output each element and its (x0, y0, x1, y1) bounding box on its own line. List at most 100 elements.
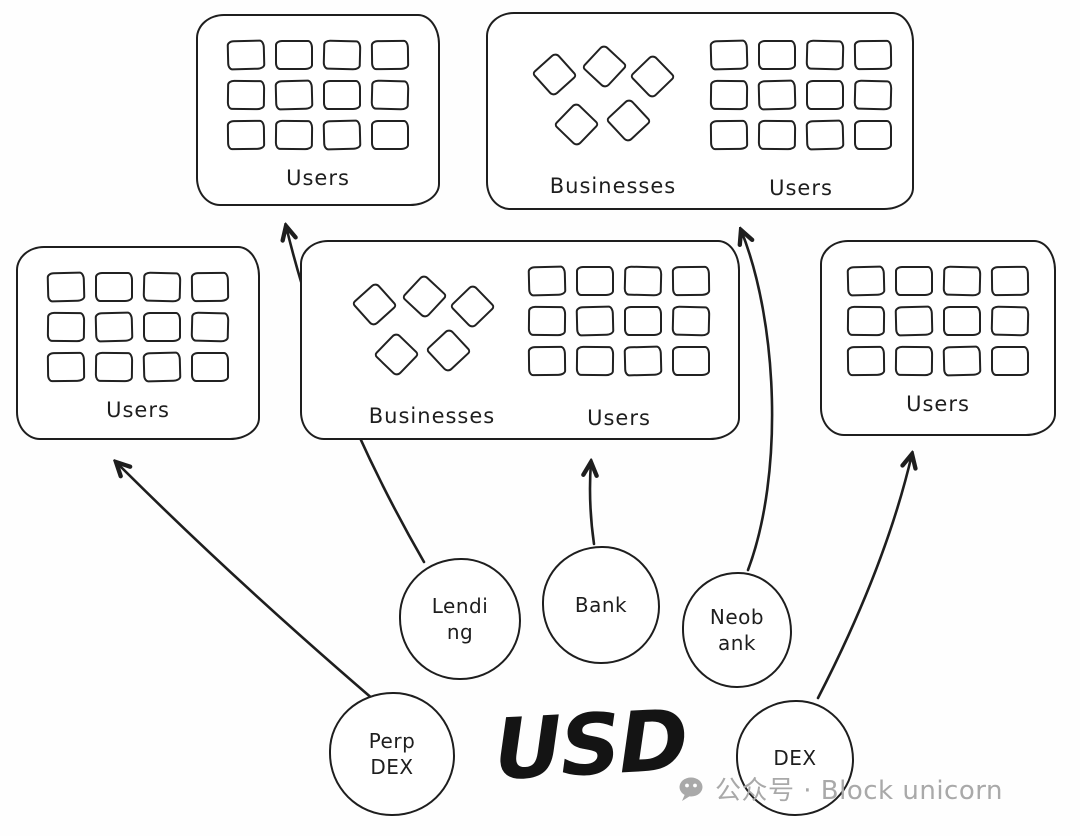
user-cell (46, 271, 86, 303)
user-cell (95, 272, 133, 302)
user-cell (757, 79, 797, 111)
businesses-cluster (530, 43, 680, 156)
node-label-line: Perp (368, 729, 416, 753)
user-cell (46, 311, 86, 343)
users-label: Users (587, 406, 651, 430)
arrow-bank-to-midcenter-box (590, 462, 594, 546)
user-cell (805, 119, 845, 151)
user-cell (991, 346, 1029, 376)
users-box-mid-left: Users (16, 246, 260, 440)
user-cell (758, 40, 796, 70)
user-cell (575, 345, 615, 377)
business-diamond (553, 101, 600, 148)
businesses-cluster (350, 273, 500, 386)
business-diamond (531, 51, 578, 98)
user-cell (371, 120, 409, 150)
node-label-line: DEX (773, 746, 817, 770)
user-cell (275, 40, 313, 70)
node-label-line: Neob (709, 605, 765, 629)
business-diamond (401, 273, 448, 320)
user-cell (142, 351, 182, 383)
node-label-line: DEX (370, 755, 414, 779)
usd-label: USD (491, 691, 689, 799)
user-cell (709, 39, 749, 71)
watermark: 公众号 · Block unicorn (676, 770, 1003, 807)
users-box-top-left: Users (196, 14, 440, 206)
user-cell (853, 39, 893, 71)
user-cell (990, 305, 1030, 337)
user-cell (623, 345, 663, 377)
user-cell (805, 39, 845, 71)
users-grid (527, 265, 711, 377)
business-diamond (425, 327, 472, 374)
business-diamond (581, 43, 628, 90)
user-cell (274, 119, 314, 151)
businesses-users-box-mid-center: Businesses Users (300, 240, 740, 440)
lending-node: Lendi ng (399, 558, 521, 680)
bank-node: Bank (542, 546, 660, 664)
node-label-line: Lendi (431, 594, 489, 618)
user-cell (190, 311, 230, 343)
node-label-line: ank (717, 631, 756, 655)
user-cell (142, 271, 182, 303)
users-grid (46, 271, 230, 383)
business-diamond (605, 97, 652, 144)
watermark-text: 公众号 · Block unicorn (715, 776, 1003, 806)
users-label: Users (106, 398, 170, 422)
user-cell (853, 79, 893, 111)
dex-node: DEX (736, 700, 854, 816)
user-cell (226, 79, 266, 111)
user-cell (895, 266, 933, 296)
user-cell (990, 265, 1030, 297)
businesses-users-box-top-right: Businesses Users (486, 12, 914, 210)
user-cell (942, 345, 982, 377)
users-grid (846, 265, 1030, 377)
user-cell (322, 119, 362, 151)
user-cell (94, 351, 134, 383)
users-label: Users (286, 166, 350, 190)
user-cell (191, 352, 229, 382)
user-cell (274, 79, 314, 111)
user-cell (806, 80, 844, 110)
user-cell (323, 80, 361, 110)
business-diamond (351, 281, 398, 328)
user-cell (370, 39, 410, 71)
user-cell (942, 265, 982, 297)
user-cell (671, 265, 711, 297)
users-label: Users (906, 392, 970, 416)
users-label: Users (769, 176, 833, 200)
users-box-mid-right: Users (820, 240, 1056, 436)
wechat-icon (676, 774, 706, 804)
user-cell (894, 305, 934, 337)
user-cell (527, 305, 567, 337)
user-cell (226, 119, 266, 151)
user-cell (943, 306, 981, 336)
user-cell (527, 345, 567, 377)
user-cell (322, 39, 362, 71)
user-cell (709, 79, 749, 111)
user-cell (575, 305, 615, 337)
user-cell (226, 39, 266, 71)
user-cell (94, 311, 134, 343)
user-cell (671, 305, 711, 337)
user-cell (46, 351, 86, 383)
user-cell (757, 119, 797, 151)
arrow-dex-to-midright-users (816, 454, 912, 700)
business-diamond (373, 331, 420, 378)
user-cell (370, 79, 410, 111)
business-diamond (449, 283, 496, 330)
user-cell (672, 346, 710, 376)
user-cell (624, 306, 662, 336)
user-cell (846, 345, 886, 377)
node-label-line: ng (446, 620, 474, 644)
user-cell (846, 305, 886, 337)
user-cell (190, 271, 230, 303)
user-cell (846, 265, 886, 297)
businesses-label: Businesses (368, 404, 496, 428)
user-cell (576, 266, 614, 296)
user-cell (854, 120, 892, 150)
user-cell (894, 345, 934, 377)
perp-dex-node: Perp DEX (329, 692, 455, 816)
user-cell (527, 265, 567, 297)
user-cell (709, 119, 749, 151)
